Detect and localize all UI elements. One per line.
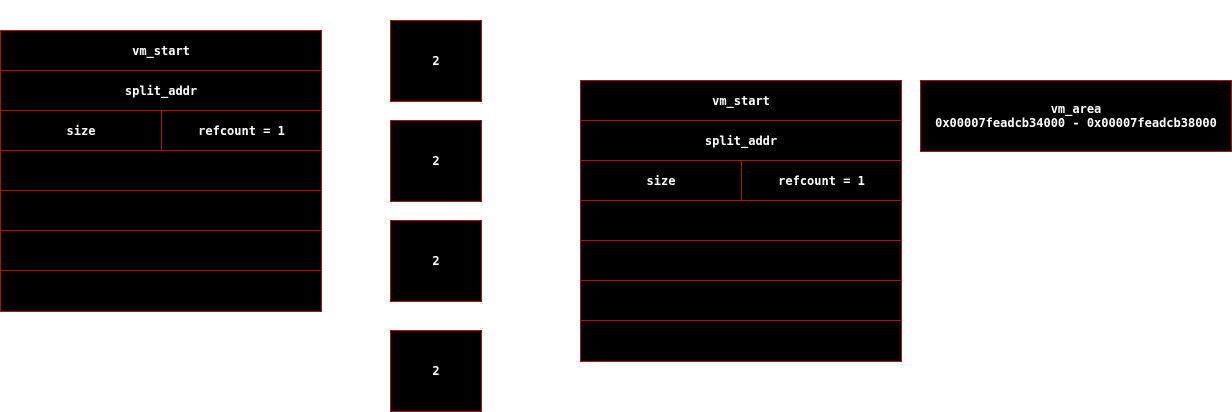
struct-left-empty-row xyxy=(0,270,322,312)
vm-area-box: vm_area 0x00007feadcb34000 - 0x00007fead… xyxy=(920,80,1232,152)
refcount-box: 2 xyxy=(390,330,482,412)
struct-right-vm-start: vm_start xyxy=(580,80,902,121)
refcount-box: 2 xyxy=(390,20,482,102)
struct-left-empty-row xyxy=(0,150,322,191)
refcount-box: 2 xyxy=(390,220,482,302)
struct-left-split-addr: split_addr xyxy=(0,70,322,111)
struct-right-split-addr: split_addr xyxy=(580,120,902,161)
struct-right-empty-row xyxy=(580,320,902,362)
refcount-box: 2 xyxy=(390,120,482,202)
vm-area-range: 0x00007feadcb34000 - 0x00007feadcb38000 xyxy=(935,116,1217,130)
struct-right-empty-row xyxy=(580,240,902,281)
struct-left-empty-row xyxy=(0,190,322,231)
struct-left-empty-row xyxy=(0,230,322,271)
struct-right-size: size xyxy=(580,160,742,201)
vm-area-title: vm_area xyxy=(1050,102,1102,116)
struct-right-refcount: refcount = 1 xyxy=(741,160,902,201)
struct-left-vm-start: vm_start xyxy=(0,30,322,71)
struct-left-size: size xyxy=(0,110,162,151)
struct-left-refcount: refcount = 1 xyxy=(161,110,322,151)
struct-right-empty-row xyxy=(580,280,902,321)
struct-right-empty-row xyxy=(580,200,902,241)
